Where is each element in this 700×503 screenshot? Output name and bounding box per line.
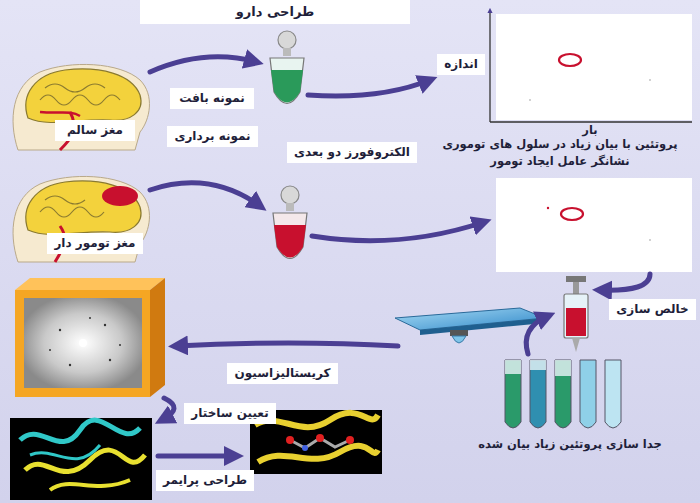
syringe — [564, 276, 588, 352]
caption-note: پروتئین با بیان زیاد در سلول های توموری … — [424, 136, 696, 170]
step-label: کریستالیزاسیون — [227, 363, 338, 384]
step-label: طراحی پرایمر — [156, 470, 254, 491]
label-text: بار — [582, 123, 597, 137]
gel-panel — [496, 178, 692, 272]
node-text: مغز تومور دار — [53, 235, 137, 252]
label-text: جدا سازی پروتئین زیاد بیان شده — [478, 437, 661, 451]
tumor-brain — [13, 176, 149, 262]
healthy-brain — [13, 64, 149, 150]
flow-arrows — [150, 57, 650, 456]
brain-label: مغز سالم — [55, 120, 135, 141]
step-label: خالص سازی — [609, 299, 696, 320]
node-text: مغز سالم — [61, 122, 129, 139]
step-label: الکتروفورز دو بعدی — [287, 142, 417, 163]
axis-label: اندازه — [437, 54, 485, 75]
crystallization-plate — [395, 308, 545, 343]
protein-structure — [10, 418, 152, 500]
sample-tube — [270, 31, 304, 104]
node-text: نمونه برداری — [173, 128, 252, 145]
node-text: اندازه — [443, 56, 479, 73]
node-text: طراحی پرایمر — [162, 472, 248, 489]
node-text: خالص سازی — [615, 301, 690, 318]
title-box: طراحی دارو — [140, 2, 410, 22]
node-text: کریستالیزاسیون — [233, 365, 332, 382]
step-label: نمونه بافت — [170, 88, 254, 109]
caption-note: جدا سازی پروتئین زیاد بیان شده — [470, 436, 670, 453]
node-text: الکتروفورز دو بعدی — [293, 144, 411, 161]
diffraction-detector — [15, 278, 165, 397]
title: طراحی دارو — [236, 4, 315, 19]
node-text: نمونه بافت — [176, 90, 248, 107]
axis-label: بار — [560, 122, 620, 139]
title-bar — [140, 0, 410, 24]
node-text: تعیین ساختار — [190, 405, 270, 422]
step-label: نمونه برداری — [167, 126, 258, 147]
label-text: پروتئین با بیان زیاد در سلول های توموری … — [442, 137, 677, 168]
test-tubes — [505, 360, 621, 428]
brain-label: مغز تومور دار — [47, 233, 143, 254]
sample-tube — [273, 186, 307, 259]
step-label: تعیین ساختار — [184, 403, 276, 424]
gel-panel — [490, 10, 692, 122]
